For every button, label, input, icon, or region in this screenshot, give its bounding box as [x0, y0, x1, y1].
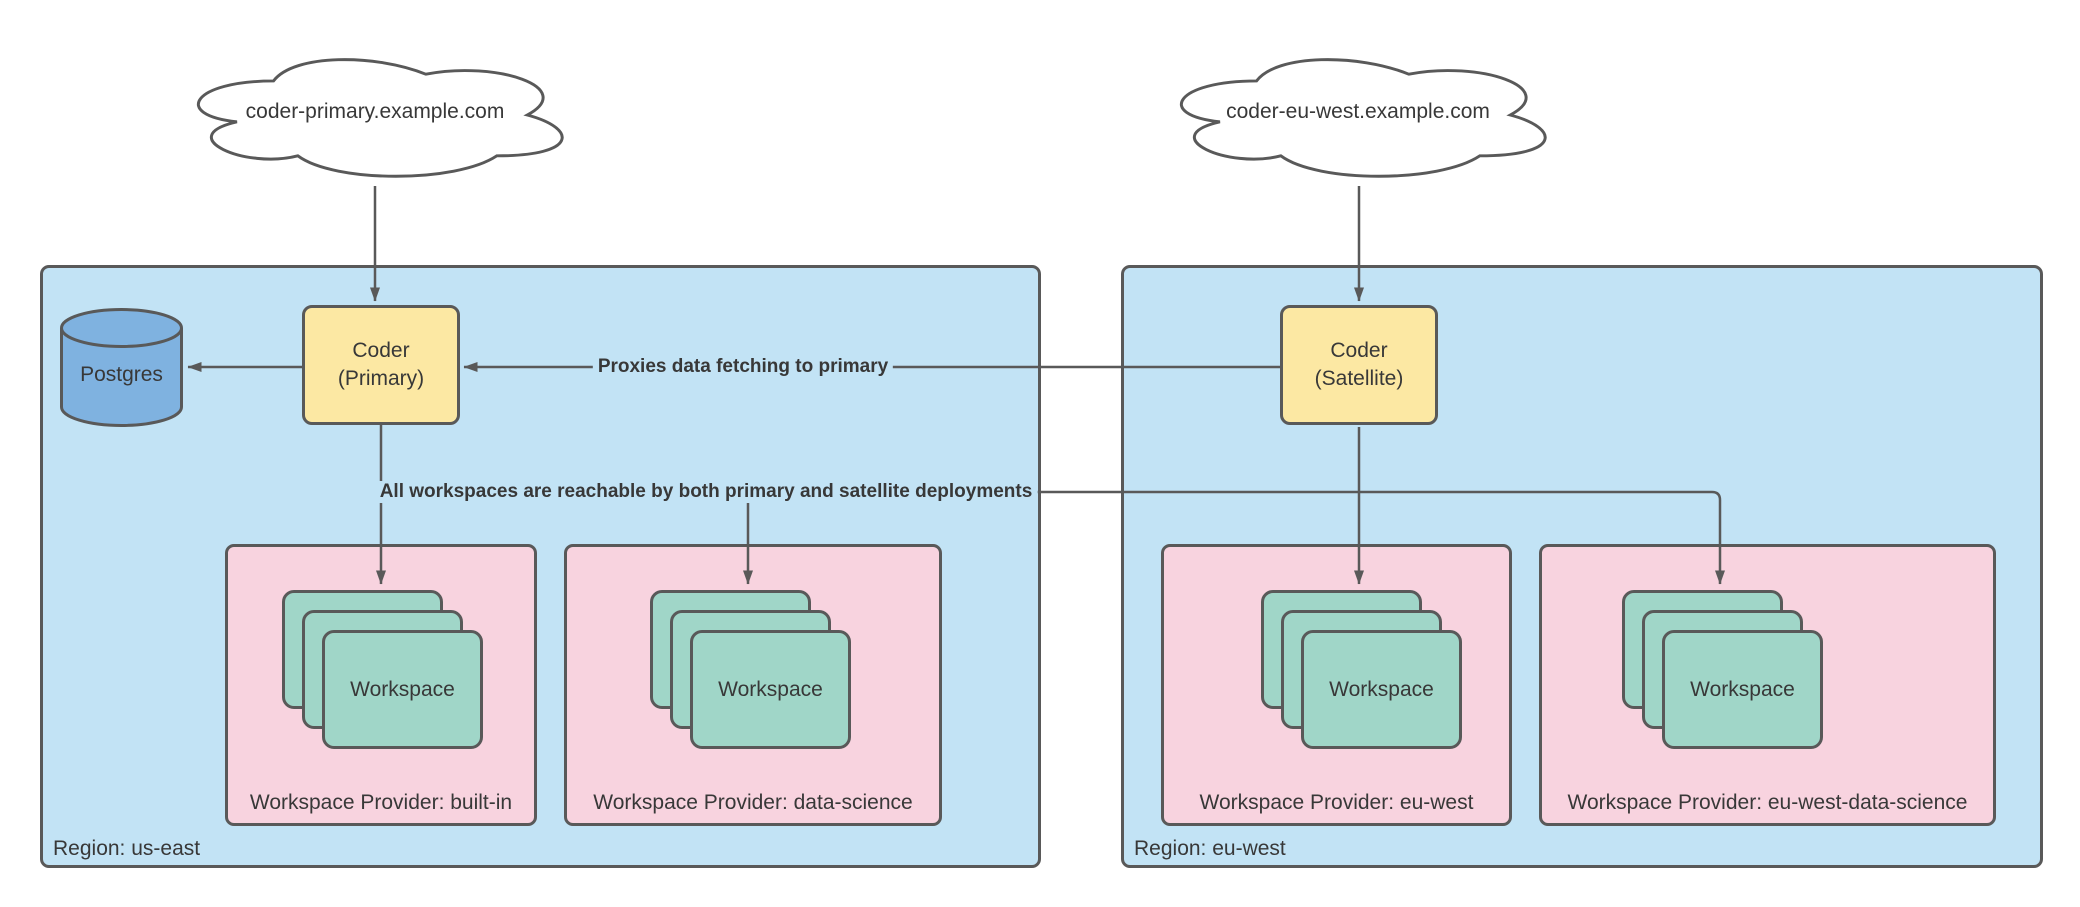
provider-label: Workspace Provider: eu-west-data-science [1567, 791, 1968, 814]
edge-label-proxies: Proxies data fetching to primary [592, 356, 894, 378]
workspace-card: Workspace [322, 630, 483, 749]
coder-node-title: Coder [352, 339, 410, 362]
workspace-label: Workspace [718, 677, 823, 701]
cloud-icon [1180, 58, 1547, 178]
workspace-stack: Workspace [650, 590, 851, 749]
provider-data-science: Workspace Workspace Provider: data-scien… [564, 544, 942, 826]
provider-label: Workspace Provider: data-science [593, 791, 913, 814]
region-label: Region: us-east [53, 837, 201, 860]
provider-label: Workspace Provider: eu-west [1199, 791, 1474, 814]
cloud-label: coder-eu-west.example.com [1226, 100, 1490, 123]
region-label: Region: eu-west [1134, 837, 1286, 860]
workspace-stack: Workspace [1261, 590, 1462, 749]
provider-eu-west: Workspace Workspace Provider: eu-west [1161, 544, 1512, 826]
provider-eu-west-data-science: Workspace Workspace Provider: eu-west-da… [1539, 544, 1996, 826]
dns-cloud-eu-west: coder-eu-west.example.com [1153, 45, 1563, 185]
dns-cloud-primary: coder-primary.example.com [170, 45, 580, 185]
workspace-card: Workspace [1301, 630, 1462, 749]
workspace-stack: Workspace [282, 590, 483, 749]
provider-built-in: Workspace Workspace Provider: built-in [225, 544, 537, 826]
provider-label: Workspace Provider: built-in [249, 791, 513, 814]
coder-node-subtitle: (Satellite) [1314, 367, 1404, 390]
workspace-card: Workspace [690, 630, 851, 749]
coder-node-subtitle: (Primary) [337, 367, 425, 390]
workspace-label: Workspace [350, 677, 455, 701]
cloud-label: coder-primary.example.com [245, 100, 505, 123]
workspace-label: Workspace [1690, 677, 1795, 701]
postgres-database: Postgres [60, 308, 183, 428]
workspace-label: Workspace [1329, 677, 1434, 701]
coder-node-title: Coder [1330, 339, 1388, 362]
coder-satellite-node: Coder (Satellite) [1280, 305, 1438, 425]
database-label: Postgres [80, 363, 163, 386]
cloud-icon [197, 58, 564, 178]
workspace-stack: Workspace [1622, 590, 1823, 749]
coder-primary-node: Coder (Primary) [302, 305, 460, 425]
workspace-card: Workspace [1662, 630, 1823, 749]
database-cylinder-icon [60, 308, 183, 427]
edge-label-workspaces-reachable: All workspaces are reachable by both pri… [374, 481, 1038, 503]
